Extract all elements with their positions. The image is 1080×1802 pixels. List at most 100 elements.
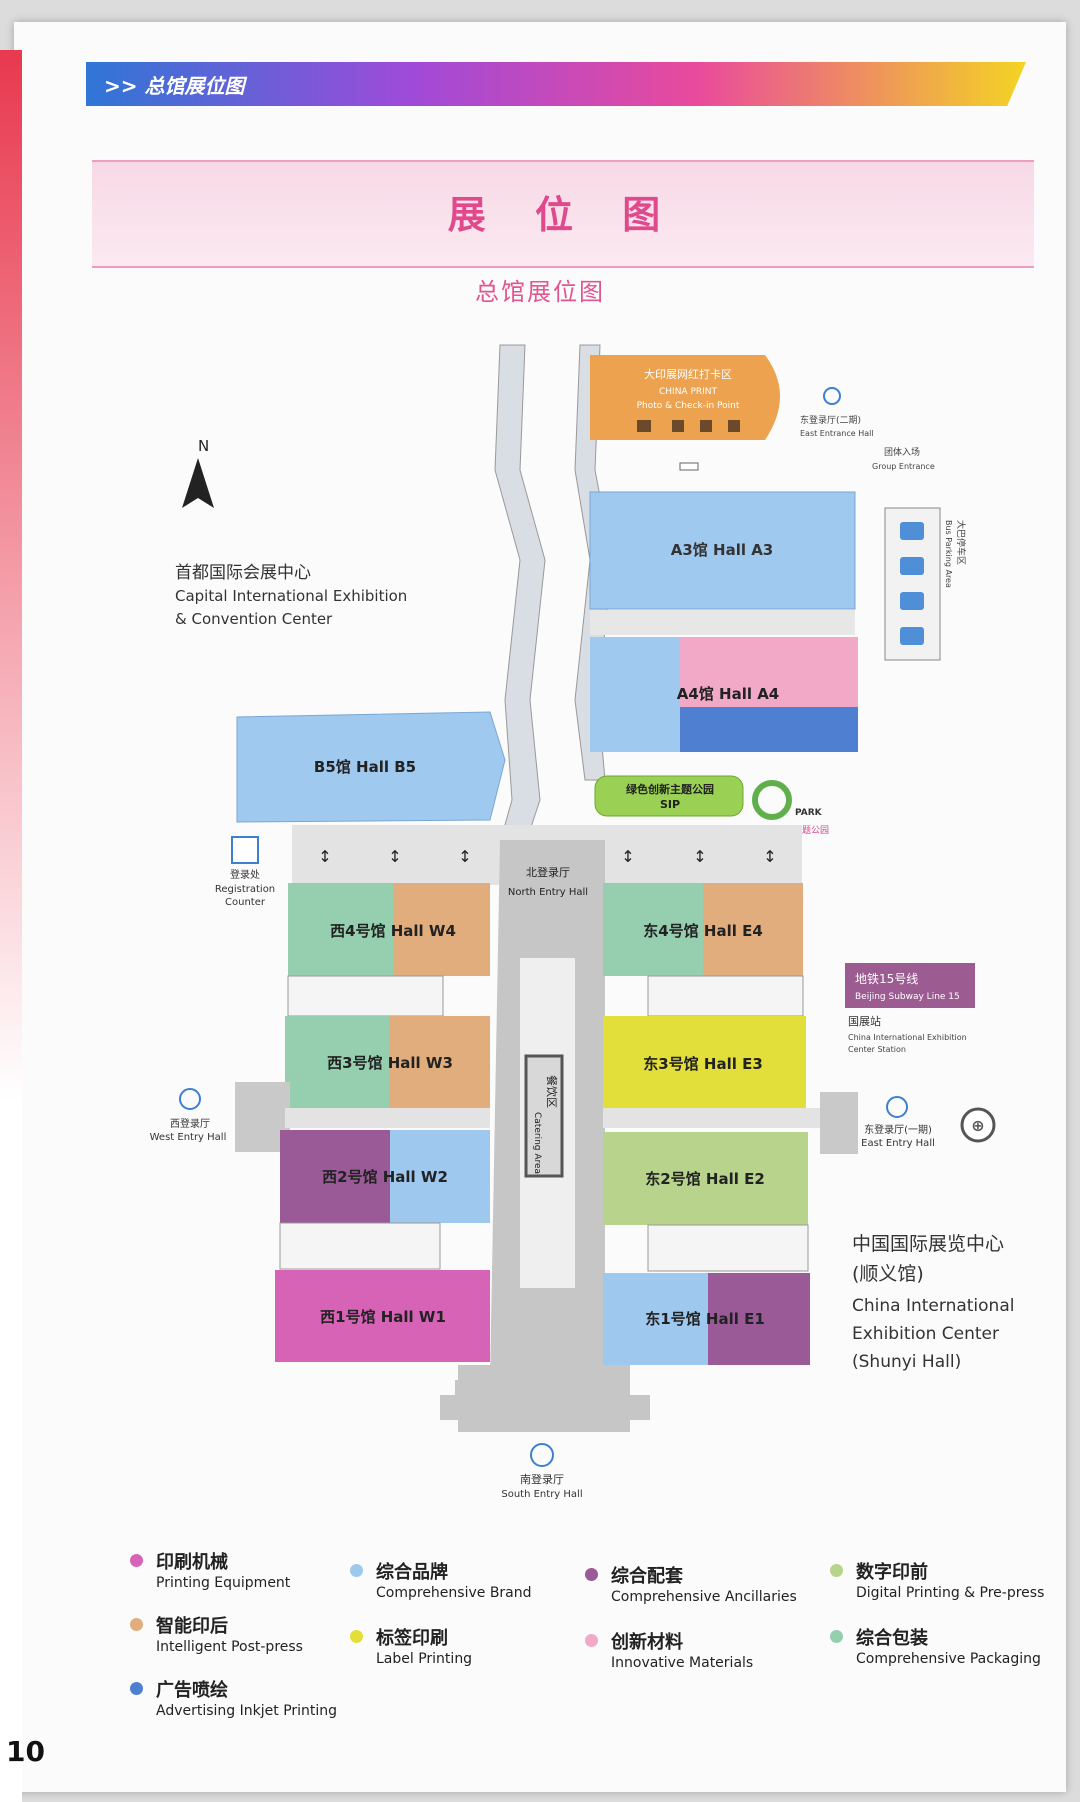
booth-icon [700,420,712,432]
south-entry-block [440,1365,650,1432]
east-entrance-2-cn: 东登录厅(二期) [800,414,861,426]
hall-w4-packaging[interactable] [288,883,393,976]
subway-station-en2: Center Station [848,1045,906,1054]
hall-a3[interactable] [589,491,856,610]
legend-cn: 智能印后 [156,1616,228,1637]
china-center-en1: China International [852,1296,1014,1316]
legend-dot [350,1564,363,1577]
hall-e3-label: 东3号馆 Hall E3 [643,1055,763,1073]
hall-w3-packaging[interactable] [285,1016,390,1108]
subway-line-cn: 地铁15号线 [855,972,918,986]
china-print-area [590,355,780,440]
arrow-icon: ↕ [388,847,401,866]
subway-line-sign [845,963,975,1008]
hall-w2-brand[interactable] [390,1130,490,1223]
legend: 印刷机械 Printing Equipment 综合品牌 Comprehensi… [120,1548,1044,1738]
sip-park-area[interactable] [594,775,744,817]
hall-w1-label: 西1号馆 Hall W1 [320,1308,446,1326]
corridor-a [590,610,855,635]
hall-a4-label: A4馆 Hall A4 [677,685,780,703]
legend-en: Digital Printing & Pre-press [856,1585,1045,1601]
subway-logo-glyph: ⊕ [971,1116,984,1135]
south-entry-cn: 南登录厅 [520,1472,564,1486]
hall-e4-packaging[interactable] [603,883,703,976]
west-entry-en: West Entry Hall [150,1132,227,1143]
legend-dot [350,1630,363,1643]
legend-dot [130,1618,143,1631]
legend-en: Comprehensive Ancillaries [611,1589,797,1605]
person-icon [823,387,841,405]
catering-area[interactable] [524,1054,564,1178]
bus-area-cn: 大巴停车区 [955,520,967,565]
gate-marker [679,462,699,471]
south-entry-en: South Entry Hall [501,1489,582,1500]
sip-en: SIP [660,798,680,811]
hall-w1-equipment[interactable] [275,1270,490,1362]
park-logo-en: PARK [795,808,823,818]
legend-dot [830,1564,843,1577]
hall-e3-label-printing[interactable] [603,1016,806,1108]
hall-w4-postpress[interactable] [393,883,490,976]
camera-icon [637,420,651,432]
legend-dot [130,1682,143,1695]
legend-en: Comprehensive Packaging [856,1651,1041,1667]
capital-center-en1: Capital International Exhibition [175,587,407,605]
hall-b5[interactable] [236,711,506,823]
legend-cn: 印刷机械 [156,1552,228,1573]
page-title: 展 位 图 [447,193,679,237]
subway-station-en1: China International Exhibition [848,1033,967,1042]
page-number: 10 [6,1735,45,1768]
hall-e1-ancillaries[interactable] [708,1273,810,1365]
bus-icon [900,522,924,540]
hall-e4-postpress[interactable] [703,883,803,976]
group-entrance-en: Group Entrance [872,462,935,471]
legend-dot [585,1568,598,1581]
east-entry-person-icon [886,1096,908,1118]
legend-en: Innovative Materials [611,1655,754,1671]
arrow-icon: ↕ [693,847,706,866]
legend-en: Intelligent Post-press [156,1639,303,1655]
arrow-icon: ↕ [458,847,471,866]
china-print-cn: 大印展网红打卡区 [644,367,732,381]
legend-cn: 综合品牌 [376,1562,448,1583]
north-entry-cn: 北登录厅 [526,865,570,879]
booth-icon [672,420,684,432]
hall-w3-postpress[interactable] [390,1016,490,1108]
subway-logo-icon [960,1107,996,1143]
hall-e2-digital[interactable] [603,1132,808,1225]
booth-icon [728,420,740,432]
corridor-w4 [287,975,444,1017]
south-entry-person-icon [530,1443,554,1467]
corridor-e4 [647,975,804,1017]
north-entry-en: North Entry Hall [508,887,588,898]
hall-a4-brand[interactable] [590,637,680,752]
legend-cn: 广告喷绘 [156,1680,228,1701]
hall-a4-materials[interactable] [680,637,858,707]
east-corridor [603,1108,823,1128]
registration-cn: 登录处 [230,868,260,881]
arrow-icon: ↕ [318,847,331,866]
bus-icon [900,592,924,610]
legend-dot [585,1634,598,1647]
hall-a4-inkjet[interactable] [680,707,858,752]
subway-station-cn: 国展站 [848,1014,881,1028]
hall-w2-ancillaries[interactable] [280,1130,390,1223]
bus-icon [900,627,924,645]
hall-w3-label: 西3号馆 Hall W3 [327,1054,453,1072]
china-print-en1: CHINA PRINT [659,387,718,397]
china-center-cn2: (顺义馆) [852,1263,924,1285]
west-entry-person-icon [179,1088,201,1110]
legend-en: Comprehensive Brand [376,1585,532,1601]
section-label: >> 总馆展位图 [104,74,245,98]
section-header-bar: >> 总馆展位图 [86,62,1026,106]
hall-e1-brand[interactable] [603,1273,708,1365]
east-entrance-2-en: East Entrance Hall [800,429,874,438]
corridor-w2 [279,1222,441,1270]
bus-icon [900,557,924,575]
legend-cn: 标签印刷 [376,1628,448,1649]
corridor-e2 [647,1224,809,1272]
east-entry-en: East Entry Hall [861,1138,935,1149]
hall-w4-label: 西4号馆 Hall W4 [330,922,456,940]
title-band: 展 位 图 [92,160,1034,268]
north-label: N [198,437,209,455]
